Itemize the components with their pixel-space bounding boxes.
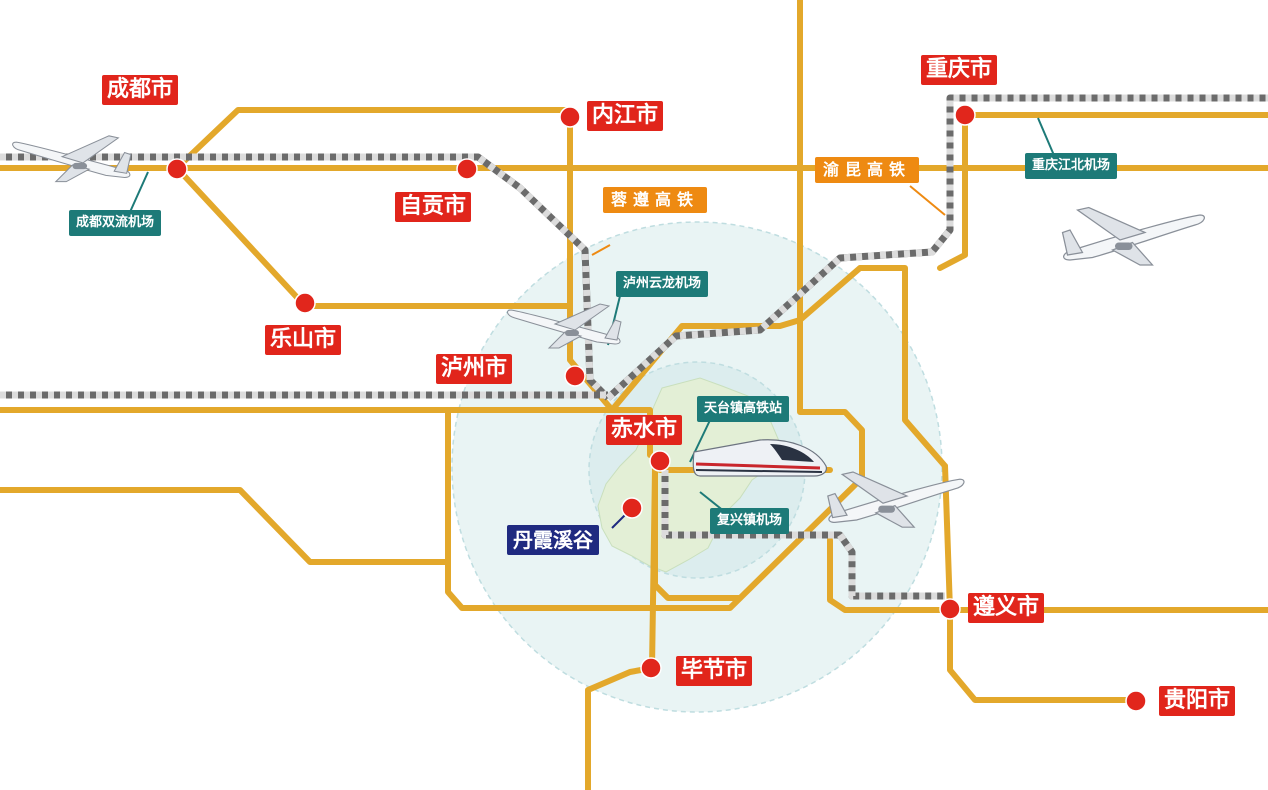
bijie-dot (640, 657, 662, 679)
danxia-dot (621, 497, 643, 519)
guiyang-dot (1125, 690, 1147, 712)
city-label-chengdu: 成都市 (102, 75, 179, 105)
chengdu-dot (166, 158, 188, 180)
neijiang-dot (559, 106, 581, 128)
airplane-icon (12, 135, 132, 183)
zigong-dot (456, 158, 478, 180)
airplane-icon (507, 303, 622, 349)
airplane-icon (827, 471, 965, 528)
city-label-leshan: 乐山市 (265, 325, 342, 355)
city-label-zunyi: 遵义市 (968, 593, 1045, 623)
leshan-dot (294, 292, 316, 314)
city-label-chongqing: 重庆市 (921, 55, 998, 85)
airport-label-fuxing: 复兴镇机场 (710, 508, 790, 534)
luzhou-dot (564, 365, 586, 387)
station-label-tiantai: 天台镇高铁站 (697, 396, 790, 422)
rail-label-rong-zun: 蓉遵高铁 (603, 187, 708, 213)
city-label-zigong: 自贡市 (395, 192, 472, 222)
chishui-dot (649, 450, 671, 472)
city-label-luzhou: 泸州市 (436, 354, 513, 384)
high-speed-train-icon (692, 439, 827, 477)
high-speed-rail-network (0, 94, 1268, 600)
airplane-icon (1061, 206, 1205, 266)
city-markers (166, 104, 1147, 712)
city-label-guiyang: 贵阳市 (1159, 686, 1236, 716)
chongqing-dot (954, 104, 976, 126)
zunyi-dot (939, 598, 961, 620)
airport-label-chengdu-shuangliu: 成都双流机场 (69, 210, 162, 236)
city-label-chishui: 赤水市 (606, 415, 683, 445)
city-label-neijiang: 内江市 (587, 101, 664, 131)
airport-label-luzhou-yunlong: 泸州云龙机场 (616, 271, 709, 297)
airport-label-chongqing-jiangbei: 重庆江北机场 (1025, 153, 1118, 179)
scenic-label-danxia: 丹霞溪谷 (507, 525, 599, 555)
city-label-bijie: 毕节市 (676, 656, 753, 686)
rail-label-yu-kun: 渝昆高铁 (815, 157, 920, 183)
